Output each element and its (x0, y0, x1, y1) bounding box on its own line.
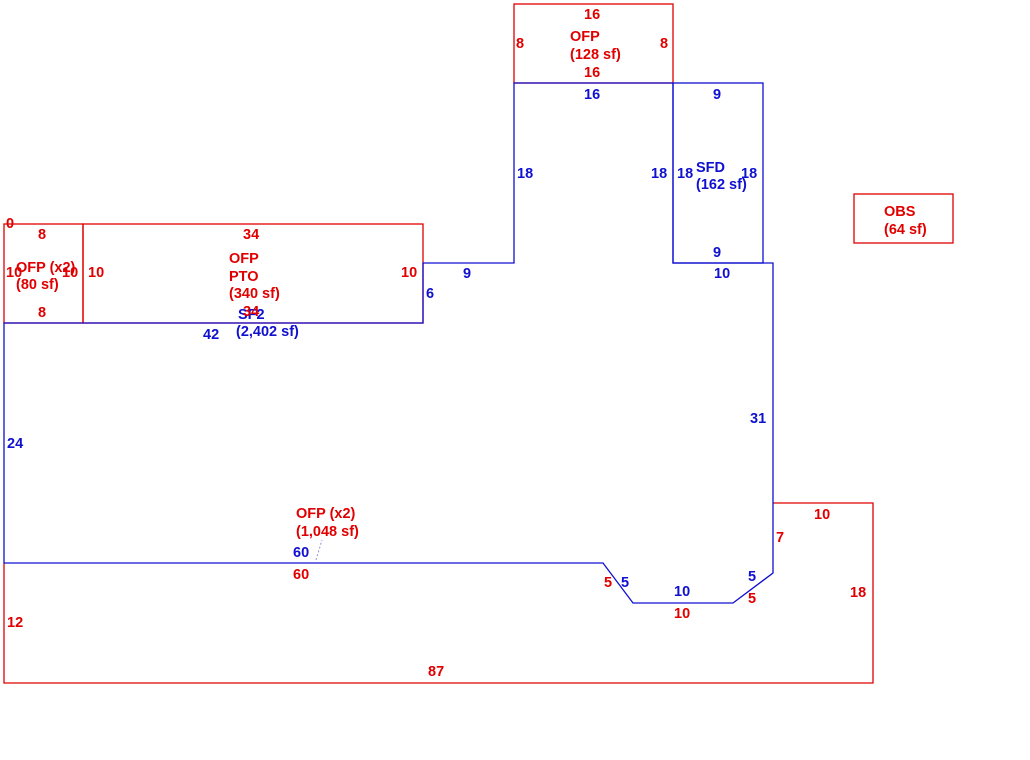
dim-step-6: 6 (426, 286, 434, 302)
leader-line (315, 539, 323, 561)
ofp-bottom-label: OFP (x2) (296, 506, 356, 522)
ofp-pto-area: (340 sf) (229, 286, 280, 302)
dim-ofp-left-inner-b: 10 (88, 265, 104, 281)
dim-sfd-top: 9 (713, 87, 721, 103)
dim-diag-5-blue-b: 5 (748, 569, 756, 585)
ofp-left-label: OFP (x2) (16, 260, 76, 276)
dim-main-bottom-60: 60 (293, 545, 309, 561)
obs-area: (64 sf) (884, 222, 927, 238)
sfd-label: SFD (696, 160, 725, 176)
dim-main-left-24: 24 (7, 436, 23, 452)
ofp-bottom-area: (1,048 sf) (296, 524, 359, 540)
dim-step-9: 9 (463, 266, 471, 282)
dim-ofpb-top-10: 10 (814, 507, 830, 523)
dim-ofp-top-right: 8 (660, 36, 668, 52)
dim-ofp-left-bottom: 8 (38, 305, 46, 321)
dim-diag-5-red-a: 5 (604, 575, 612, 591)
obs-outline (853, 193, 954, 244)
dim-main-right-31: 31 (750, 411, 766, 427)
dim-pto-top: 34 (243, 227, 259, 243)
dim-ofp-top-bottom: 16 (584, 65, 600, 81)
dim-sfd-right: 18 (741, 166, 757, 182)
dim-diag-5-red-b: 5 (748, 591, 756, 607)
dim-ofpb-87: 87 (428, 664, 444, 680)
dim-pto-inner-34: 34 (243, 304, 259, 320)
dim-ofpb-12: 12 (7, 615, 23, 631)
sfd-outline (672, 82, 764, 264)
dim-main-top: 16 (584, 87, 600, 103)
dim-sfd-left-outer: 18 (651, 166, 667, 182)
dim-sfd-left-inner: 18 (677, 166, 693, 182)
ofp-top-label: OFP (570, 29, 600, 45)
obs-label: OBS (884, 204, 916, 220)
dim-pto-right: 10 (401, 265, 417, 281)
sfd-area: (162 sf) (696, 177, 747, 193)
ofp-left-area: (80 sf) (16, 277, 59, 293)
dim-ofpb-18: 18 (850, 585, 866, 601)
ofp-pto-label-2: PTO (229, 269, 259, 285)
sf2-main-outline (3, 82, 774, 604)
dim-main-left-18: 18 (517, 166, 533, 182)
dim-ofp-left-side: 10 (6, 265, 22, 281)
dim-diag-5-blue-a: 5 (621, 575, 629, 591)
dim-bottom-10-red: 10 (674, 606, 690, 622)
ofp-pto-label-1: OFP (229, 251, 259, 267)
dim-ofp-left-top: 8 (38, 227, 46, 243)
dim-sf2-42: 42 (203, 327, 219, 343)
dim-ofp-top-left: 8 (516, 36, 524, 52)
dim-ofp-top-top: 16 (584, 7, 600, 23)
dim-zero-mark: 0 (6, 216, 14, 232)
ofp-bottom-outline (3, 502, 874, 684)
dim-sfd-under-10: 10 (714, 266, 730, 282)
dim-ofp-left-inner-a: 10 (62, 265, 78, 281)
dim-ofpb-60: 60 (293, 567, 309, 583)
ofp-top-area: (128 sf) (570, 47, 621, 63)
dim-sfd-bottom: 9 (713, 245, 721, 261)
sf2-area: (2,402 sf) (236, 324, 299, 340)
sf2-label: SF2 (238, 307, 265, 323)
dim-bottom-10-blue: 10 (674, 584, 690, 600)
dim-ofpb-7: 7 (776, 530, 784, 546)
